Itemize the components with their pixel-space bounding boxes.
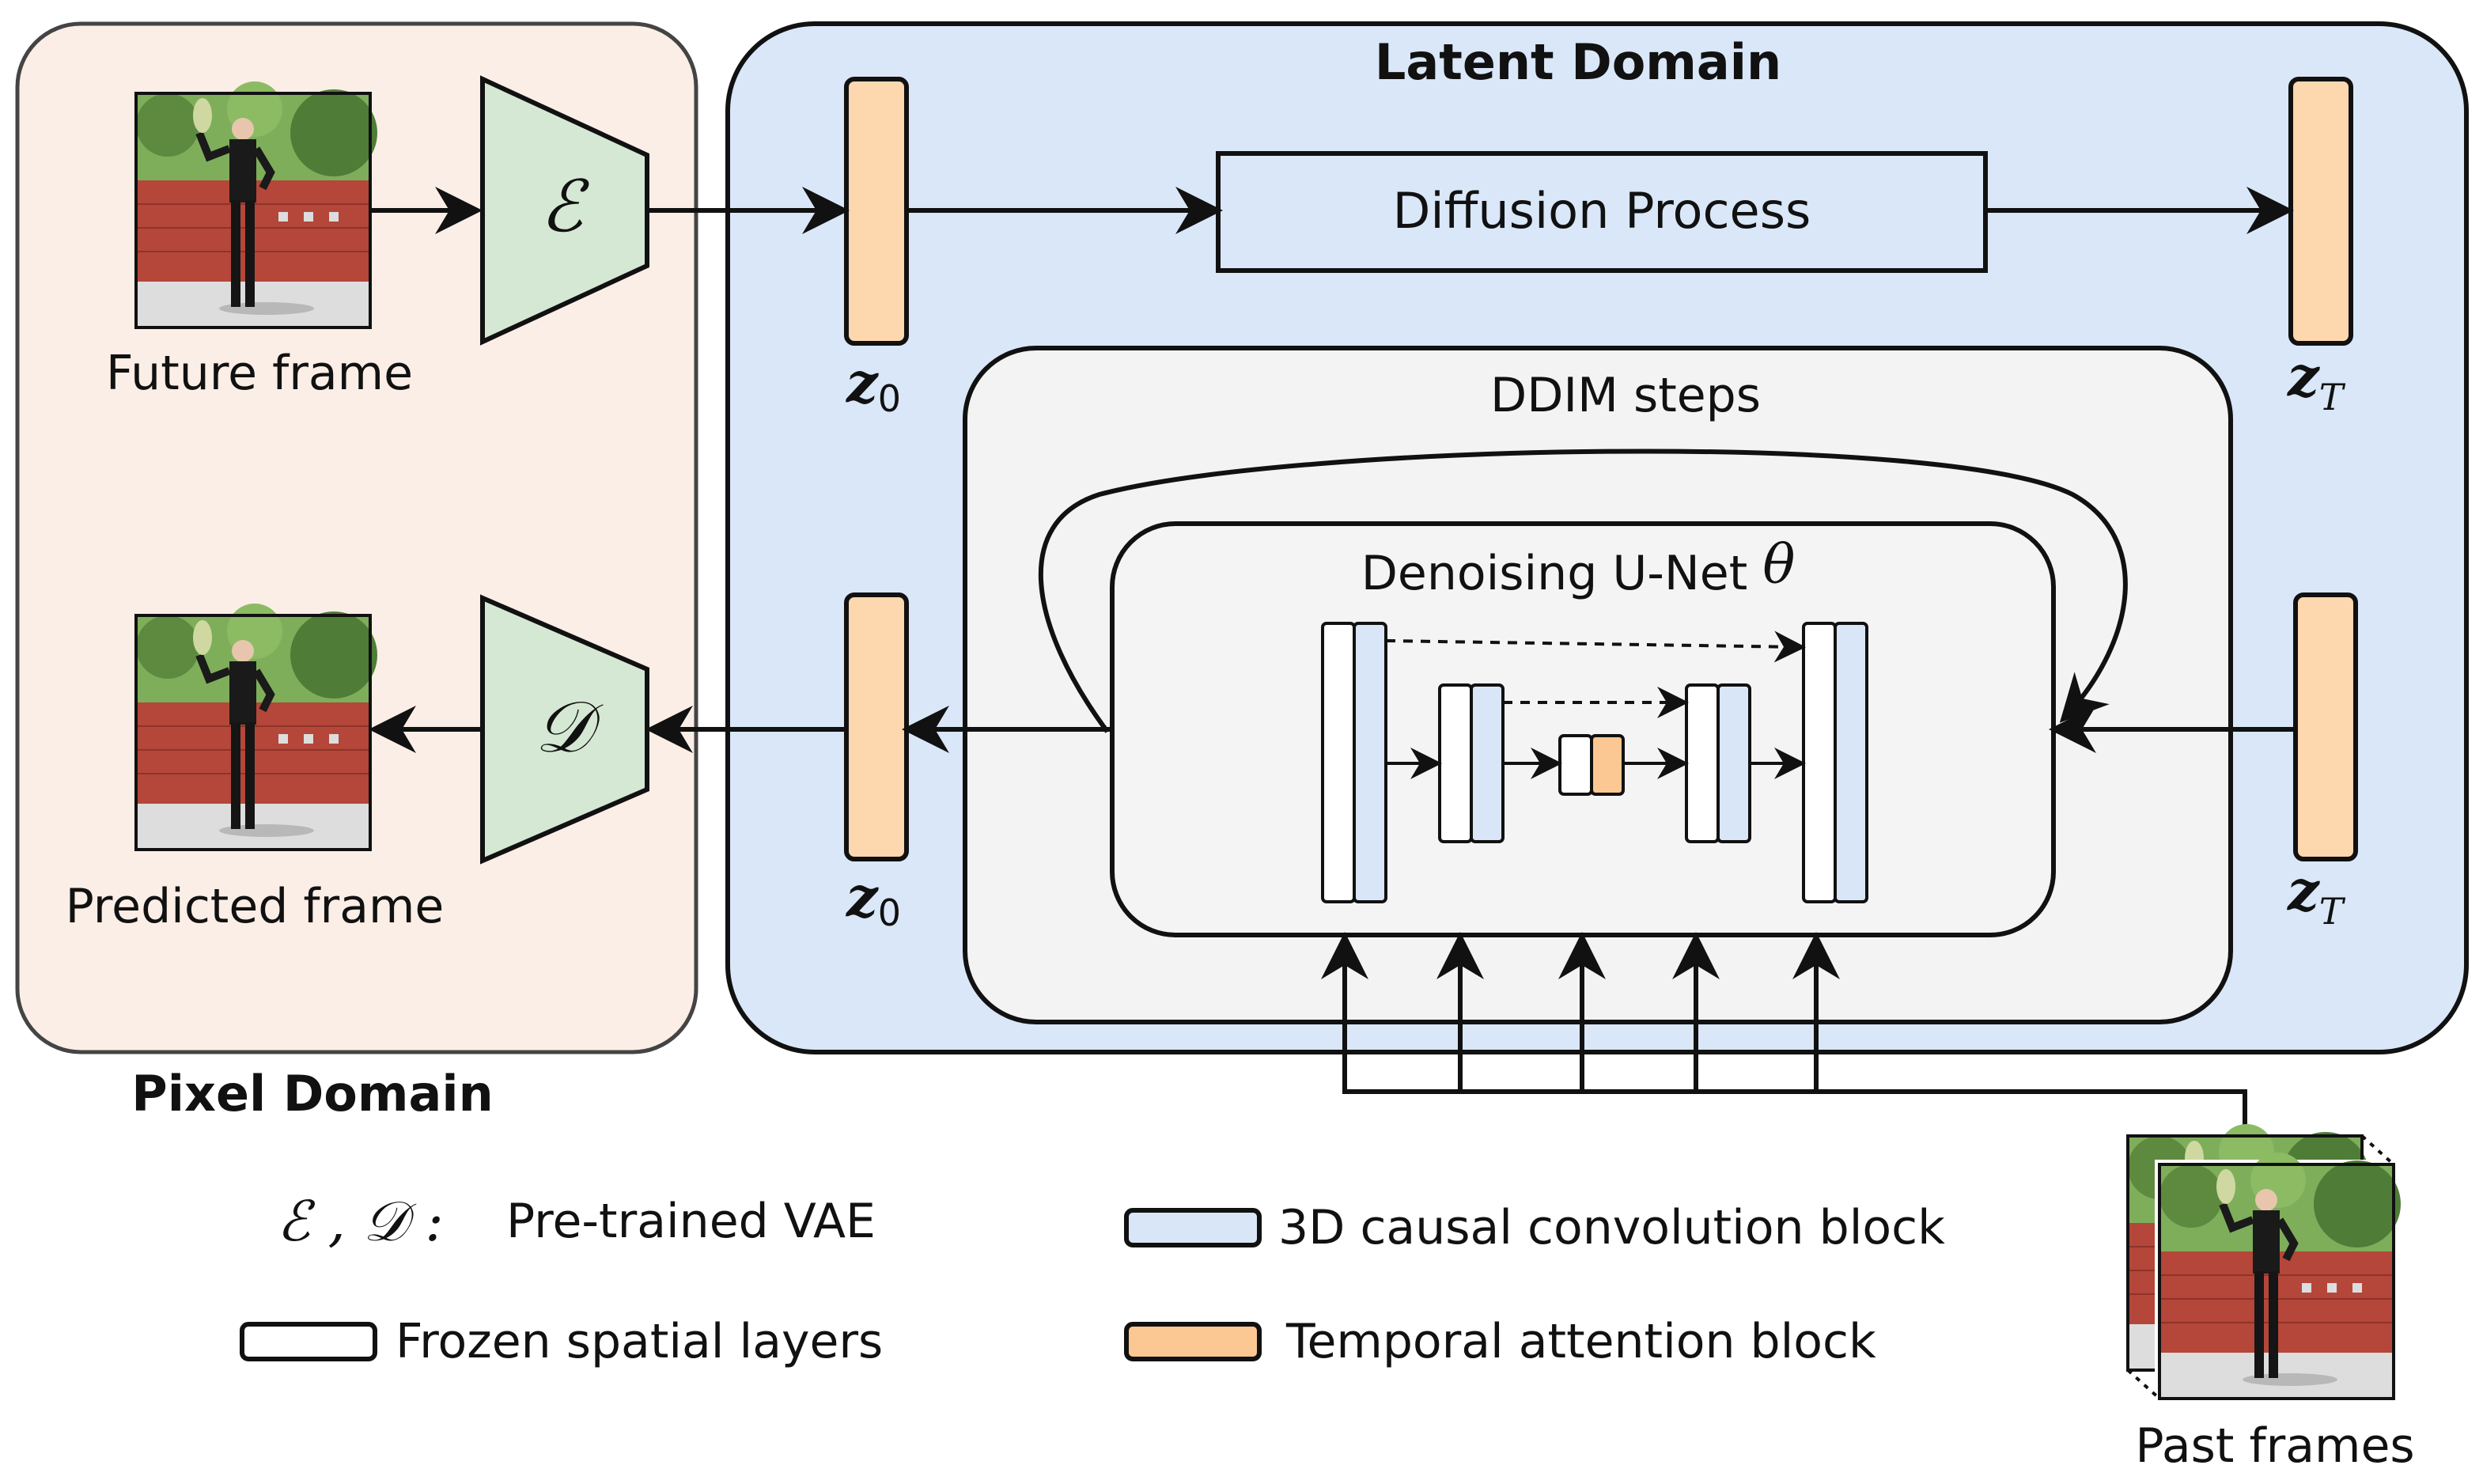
legend-conv-label: 3D causal convolution block xyxy=(1278,1200,1945,1255)
frozen-layer-block xyxy=(1685,683,1720,843)
temporal-attention-block xyxy=(1590,734,1625,796)
legend: ℰ , 𝒟 : Pre-trained VAE Frozen spatial l… xyxy=(240,1189,1945,1369)
latent-zT-top xyxy=(2288,77,2353,346)
zT-bottom-label: zT xyxy=(2286,857,2346,933)
future-frame-image xyxy=(136,81,377,327)
frozen-layer-block xyxy=(1802,622,1837,903)
ddim-steps-title: DDIM steps xyxy=(1490,368,1761,423)
legend-temporal-swatch xyxy=(1124,1322,1262,1361)
unet-title: Denoising U-Net θ xyxy=(1361,534,1796,601)
frozen-layer-block xyxy=(1321,622,1356,903)
legend-frozen-swatch xyxy=(240,1322,377,1361)
diffusion-process-box xyxy=(1216,151,1988,273)
pixel-domain-title: Pixel Domain xyxy=(131,1065,493,1122)
conditioning-lines xyxy=(1321,932,2247,1141)
past-frames-label: Past frames xyxy=(2135,1418,2414,1474)
unet-arrows xyxy=(1385,630,1806,779)
legend-vae-symbols: ℰ , 𝒟 : xyxy=(277,1189,444,1254)
past-frames-stack xyxy=(2128,1124,2401,1403)
encoder-symbol: ℰ xyxy=(540,165,590,248)
diffusion-process-label: Diffusion Process xyxy=(1393,182,1811,240)
conv-block xyxy=(1353,622,1387,903)
encoder-trapezoid xyxy=(480,75,649,346)
zT-top-label: zT xyxy=(2286,343,2346,418)
predicted-frame-image xyxy=(136,604,377,850)
future-frame-label: Future frame xyxy=(106,346,413,401)
latent-z0-top xyxy=(844,77,909,346)
latent-domain-title: Latent Domain xyxy=(1375,33,1781,91)
legend-temporal-label: Temporal attention block xyxy=(1285,1314,1876,1369)
frozen-layer-block xyxy=(1558,734,1593,796)
conv-block xyxy=(1834,622,1868,903)
legend-frozen-label: Frozen spatial layers xyxy=(396,1314,883,1369)
decoder-trapezoid xyxy=(480,594,649,865)
legend-vae-label: Pre-trained VAE xyxy=(506,1194,876,1249)
predicted-frame-label: Predicted frame xyxy=(66,879,445,934)
conv-block xyxy=(1717,683,1751,843)
conv-block xyxy=(1470,683,1505,843)
legend-conv-swatch xyxy=(1124,1208,1262,1247)
latent-zT-bottom xyxy=(2293,592,2358,861)
ddim-loop-arrow xyxy=(1038,449,2128,733)
z0-top-label: z0 xyxy=(845,350,901,420)
frozen-layer-block xyxy=(1438,683,1473,843)
latent-z0-bottom xyxy=(844,592,909,861)
z0-bottom-label: z0 xyxy=(845,864,901,934)
